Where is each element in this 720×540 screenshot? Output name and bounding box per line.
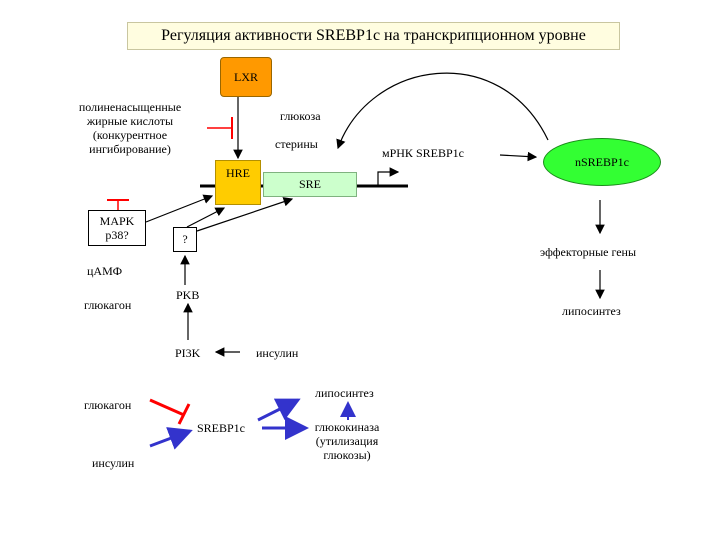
glucagon-top-label: глюкагон	[84, 298, 132, 312]
lxr-label: LXR	[234, 69, 258, 84]
glucokinase-line-3: глюкозы)	[323, 448, 371, 462]
glucagon-bottom-label: глюкагон	[84, 398, 132, 412]
pufa-line-4: ингибирование)	[89, 142, 171, 156]
hre-label: HRE	[226, 166, 250, 180]
glucokinase-line-2: (утилизация	[315, 434, 379, 448]
lipogenesis-right-label: липосинтез	[562, 304, 621, 318]
srebp1c-label: SREBP1c	[197, 421, 246, 435]
unknown-factor-box: ?	[173, 227, 197, 252]
pufa-line-2: жирные кислоты	[86, 114, 174, 128]
insulin-top-label: инсулин	[256, 346, 299, 360]
mrna-label: мРНК SREBP1c	[382, 146, 464, 160]
glucagon-inhibit-line	[149, 398, 185, 417]
pi3k-label: PI3K	[175, 346, 201, 360]
pufa-line-3: (конкурентное	[92, 128, 168, 142]
glucokinase-line-1: глюкокиназа	[314, 420, 380, 434]
mapk-label-1: MAPK	[99, 214, 135, 228]
glucagon-inhibit-bar	[177, 403, 191, 425]
srebp-lipogenesis-arrow	[257, 398, 301, 422]
lipogenesis-bottom-label: липосинтез	[315, 386, 374, 400]
pkb-label: PKB	[176, 288, 200, 302]
nsrebp-ellipse: nSREBP1c	[543, 138, 661, 186]
insulin-activate-arrow	[149, 427, 193, 450]
insulin-bottom-label: инсулин	[92, 456, 135, 470]
nsrebp-label: nSREBP1c	[574, 154, 629, 169]
mrna-nsrebp-arrow	[499, 151, 538, 162]
q-hre-arrow	[186, 207, 226, 228]
mapk-hre-arrow	[145, 194, 214, 223]
mapk-label-2: p38?	[105, 228, 129, 242]
pufa-label: полиненасыщенные жирные кислоты (конкуре…	[55, 100, 205, 156]
sterols-label: стерины	[275, 137, 318, 151]
hre-box: HRE	[215, 160, 261, 205]
lxr-box: LXR	[220, 57, 272, 97]
feedback-curve-arrow	[336, 72, 549, 150]
pufa-line-1: полиненасыщенные	[78, 100, 182, 114]
sre-box: SRE	[263, 172, 357, 197]
q-sre-arrow	[196, 197, 294, 232]
transcription-start-arrow	[377, 167, 400, 186]
camp-label: цАМФ	[87, 264, 123, 278]
unknown-factor-label: ?	[182, 232, 188, 246]
effector-genes-label: эффекторные гены	[540, 245, 637, 259]
sre-label: SRE	[298, 177, 321, 191]
glucokinase-label: глюкокиназа (утилизация глюкозы)	[302, 420, 392, 462]
glucose-label: глюкоза	[280, 109, 321, 123]
diagram-title: Регуляция активности SREBP1c на транскри…	[127, 22, 620, 50]
mapk-box: MAPK p38?	[88, 210, 146, 246]
